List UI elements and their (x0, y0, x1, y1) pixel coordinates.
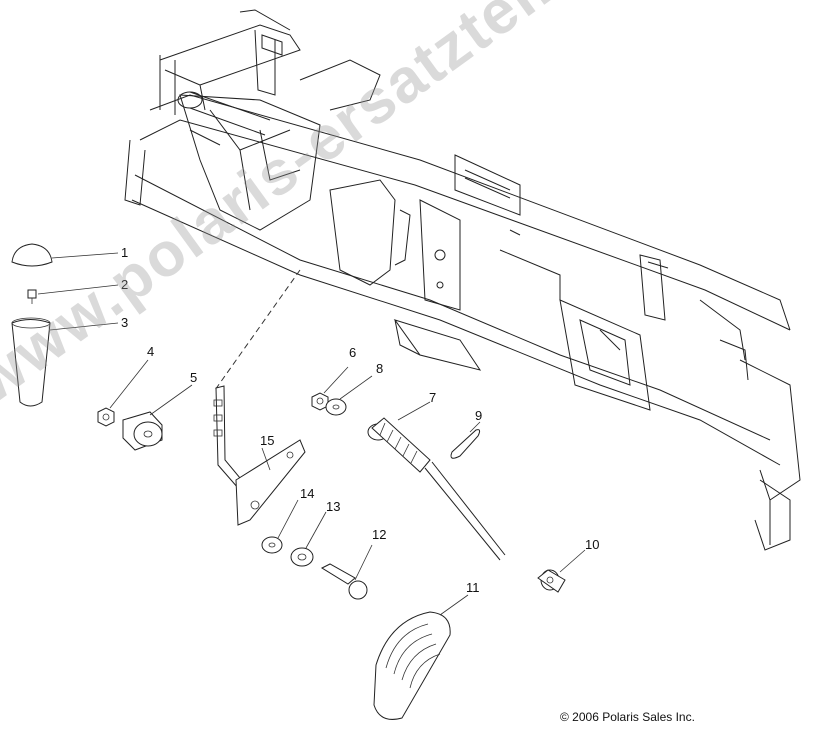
leader-4 (109, 359, 149, 409)
leader-15 (261, 447, 271, 471)
callout-7: 7 (429, 390, 437, 405)
leader-1 (51, 252, 119, 259)
leader-12 (354, 544, 373, 581)
leader-11 (439, 594, 469, 616)
callout-1: 1 (121, 245, 129, 260)
part-3-knob (11, 317, 51, 407)
leader-2 (37, 284, 119, 295)
part-9-clip (450, 429, 481, 459)
part-13-washer (290, 547, 314, 567)
leader-10 (559, 549, 586, 573)
callout-15: 15 (260, 433, 275, 448)
part-14-washer (261, 536, 283, 554)
part-10-clamp (537, 569, 566, 593)
leader-3 (49, 322, 119, 331)
callout-11: 11 (466, 580, 480, 595)
leader-13 (305, 511, 327, 549)
frame-assembly (124, 9, 801, 551)
part-7-cable (367, 417, 506, 561)
callout-2: 2 (121, 277, 129, 292)
leader-9 (469, 421, 481, 433)
callout-14: 14 (300, 486, 315, 501)
callout-3: 3 (121, 315, 129, 330)
part-8-washer (325, 398, 347, 416)
leader-6 (323, 366, 349, 394)
callout-13: 13 (326, 499, 341, 514)
part-12-bolt (320, 563, 368, 600)
callout-12: 12 (372, 527, 387, 542)
callout-8: 8 (376, 361, 384, 376)
part-2-screw (27, 289, 37, 304)
callout-6: 6 (349, 345, 357, 360)
shift-lever (213, 385, 306, 526)
copyright-notice: © 2006 Polaris Sales Inc. (560, 710, 695, 724)
part-11-pad (373, 611, 451, 720)
part-5-bushing (122, 411, 163, 451)
callout-9: 9 (475, 408, 483, 423)
part-1-cap (11, 243, 53, 267)
leader-7 (397, 401, 431, 421)
leader-14 (277, 499, 299, 539)
callout-5: 5 (190, 370, 198, 385)
callout-4: 4 (147, 344, 155, 359)
leader-5 (149, 384, 193, 416)
part-4-nut (97, 407, 115, 427)
leader-8 (339, 375, 373, 400)
callout-10: 10 (585, 537, 600, 552)
